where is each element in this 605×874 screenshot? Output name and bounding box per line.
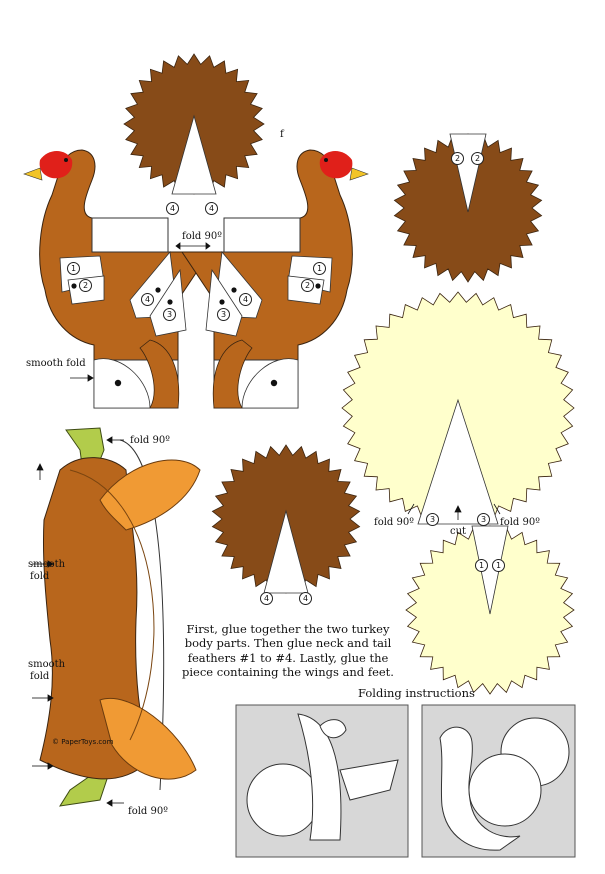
tab-number-1: 1 [313, 262, 326, 275]
tab-number-1: 1 [67, 262, 80, 275]
folding-panel-left [235, 704, 409, 858]
tab-number-4: 4 [239, 293, 252, 306]
glue-wedge [417, 398, 499, 525]
tab-number-4: 4 [166, 202, 179, 215]
tab-number-3: 3 [217, 308, 230, 321]
tail-disc-middle [211, 444, 361, 594]
fold-label-a: fold [30, 571, 50, 582]
tail-disc-right-small [393, 133, 543, 283]
fold-label-left-lower: fold 90º [128, 806, 168, 817]
fold-label-fan-left: fold 90º [374, 517, 414, 528]
fold-label-top: fold 90º [182, 231, 222, 242]
folding-instructions-title: Folding instructions [358, 686, 475, 700]
glue-wedge [263, 509, 309, 594]
f-mark: f [280, 129, 284, 140]
cut-label: cut [450, 526, 467, 537]
fold-label-left-upper: fold 90º [130, 435, 170, 446]
smooth-label-a: smooth [28, 559, 66, 570]
tab-number-4: 4 [205, 202, 218, 215]
tab-number-2: 2 [471, 152, 484, 165]
tab-number-3: 3 [163, 308, 176, 321]
fold-label-fan-right: fold 90º [500, 517, 540, 528]
fold-label-b: fold [30, 671, 50, 682]
fold-arrows [32, 242, 501, 807]
tab-number-2: 2 [451, 152, 464, 165]
tab-number-3: 3 [477, 513, 490, 526]
tab-number-1: 1 [492, 559, 505, 572]
turkey-body-right [181, 149, 369, 409]
smooth-fold-label-top: smooth fold [26, 358, 86, 369]
brand-watermark: © PaperToys.com [52, 738, 114, 746]
tail-disc-large-pale [341, 291, 575, 525]
assembly-instructions: First, glue together the two turkey body… [182, 622, 394, 680]
folding-panel-right [421, 704, 576, 858]
wings-feet-piece [39, 427, 201, 807]
glue-wedge [171, 114, 217, 195]
tab-number-4: 4 [260, 592, 273, 605]
smooth-label-b: smooth [28, 659, 66, 670]
tab-number-1: 1 [475, 559, 488, 572]
tail-disc-top [123, 53, 265, 195]
tail-disc-lower-pale [405, 525, 575, 695]
tab-number-4: 4 [299, 592, 312, 605]
tab-number-2: 2 [301, 279, 314, 292]
tab-number-4: 4 [141, 293, 154, 306]
tab-number-3: 3 [426, 513, 439, 526]
tab-number-2: 2 [79, 279, 92, 292]
